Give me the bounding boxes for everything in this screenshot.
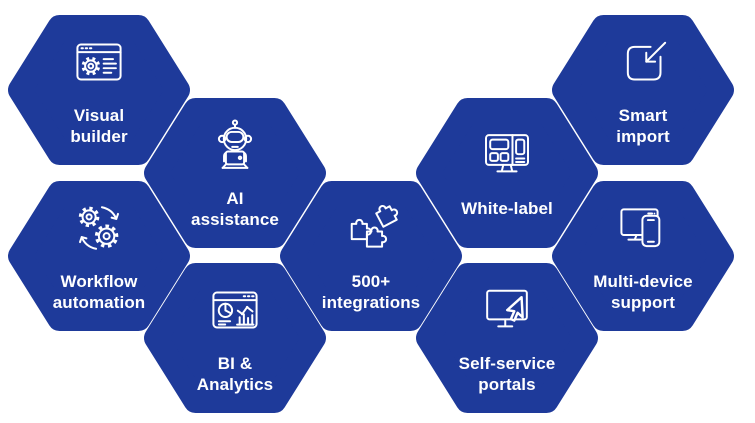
hexagon-shape xyxy=(8,15,190,165)
hexagon-multi-device-support: Multi-device support xyxy=(552,181,734,331)
hexagon-workflow-automation: Workflow automation xyxy=(8,181,190,331)
white-label-icon xyxy=(485,134,529,173)
hexagon-label: Smart import xyxy=(616,105,670,146)
hexagon-shape xyxy=(144,98,326,248)
hexagon-shape xyxy=(552,15,734,165)
hexagon-label: Visual builder xyxy=(70,105,128,146)
hexagon-label: Multi-device support xyxy=(593,271,693,312)
hexagon-white-label: White-label xyxy=(416,98,598,248)
hexagon-label: Self-service portals xyxy=(458,353,556,394)
smart-import-icon xyxy=(626,41,667,80)
hexagon-shape xyxy=(552,181,734,331)
hexagon-shape xyxy=(144,263,326,413)
hexagon-ai-assistance: AI assistance xyxy=(144,98,326,248)
multi-device-support-icon xyxy=(620,207,661,247)
hexagon-shape xyxy=(416,263,598,413)
hexagon-label: AI assistance xyxy=(191,188,279,229)
workflow-automation-icon xyxy=(78,205,120,250)
self-service-portals-icon xyxy=(486,289,528,327)
bi-analytics-icon xyxy=(212,291,258,328)
hexagon-shape xyxy=(416,98,598,248)
hexagon-label: BI & Analytics xyxy=(196,353,274,394)
ai-assistance-icon xyxy=(217,119,253,169)
hexagon-smart-import: Smart import xyxy=(552,15,734,165)
visual-builder-icon xyxy=(76,43,122,80)
hexagon-shape xyxy=(8,181,190,331)
hexagon-label: 500+ integrations xyxy=(321,271,421,312)
hexagon-self-service-portals: Self-service portals xyxy=(416,263,598,413)
hexagon-bi-analytics: BI & Analytics xyxy=(144,263,326,413)
hexagon-visual-builder: Visual builder xyxy=(8,15,190,165)
hexagon-label: Workflow automation xyxy=(52,271,146,312)
puzzle-integrations-icon xyxy=(350,204,399,248)
hexagon-shape xyxy=(280,181,462,331)
hexagon-label: White-label xyxy=(461,199,553,218)
hexagon-integrations: 500+ integrations xyxy=(280,181,462,331)
